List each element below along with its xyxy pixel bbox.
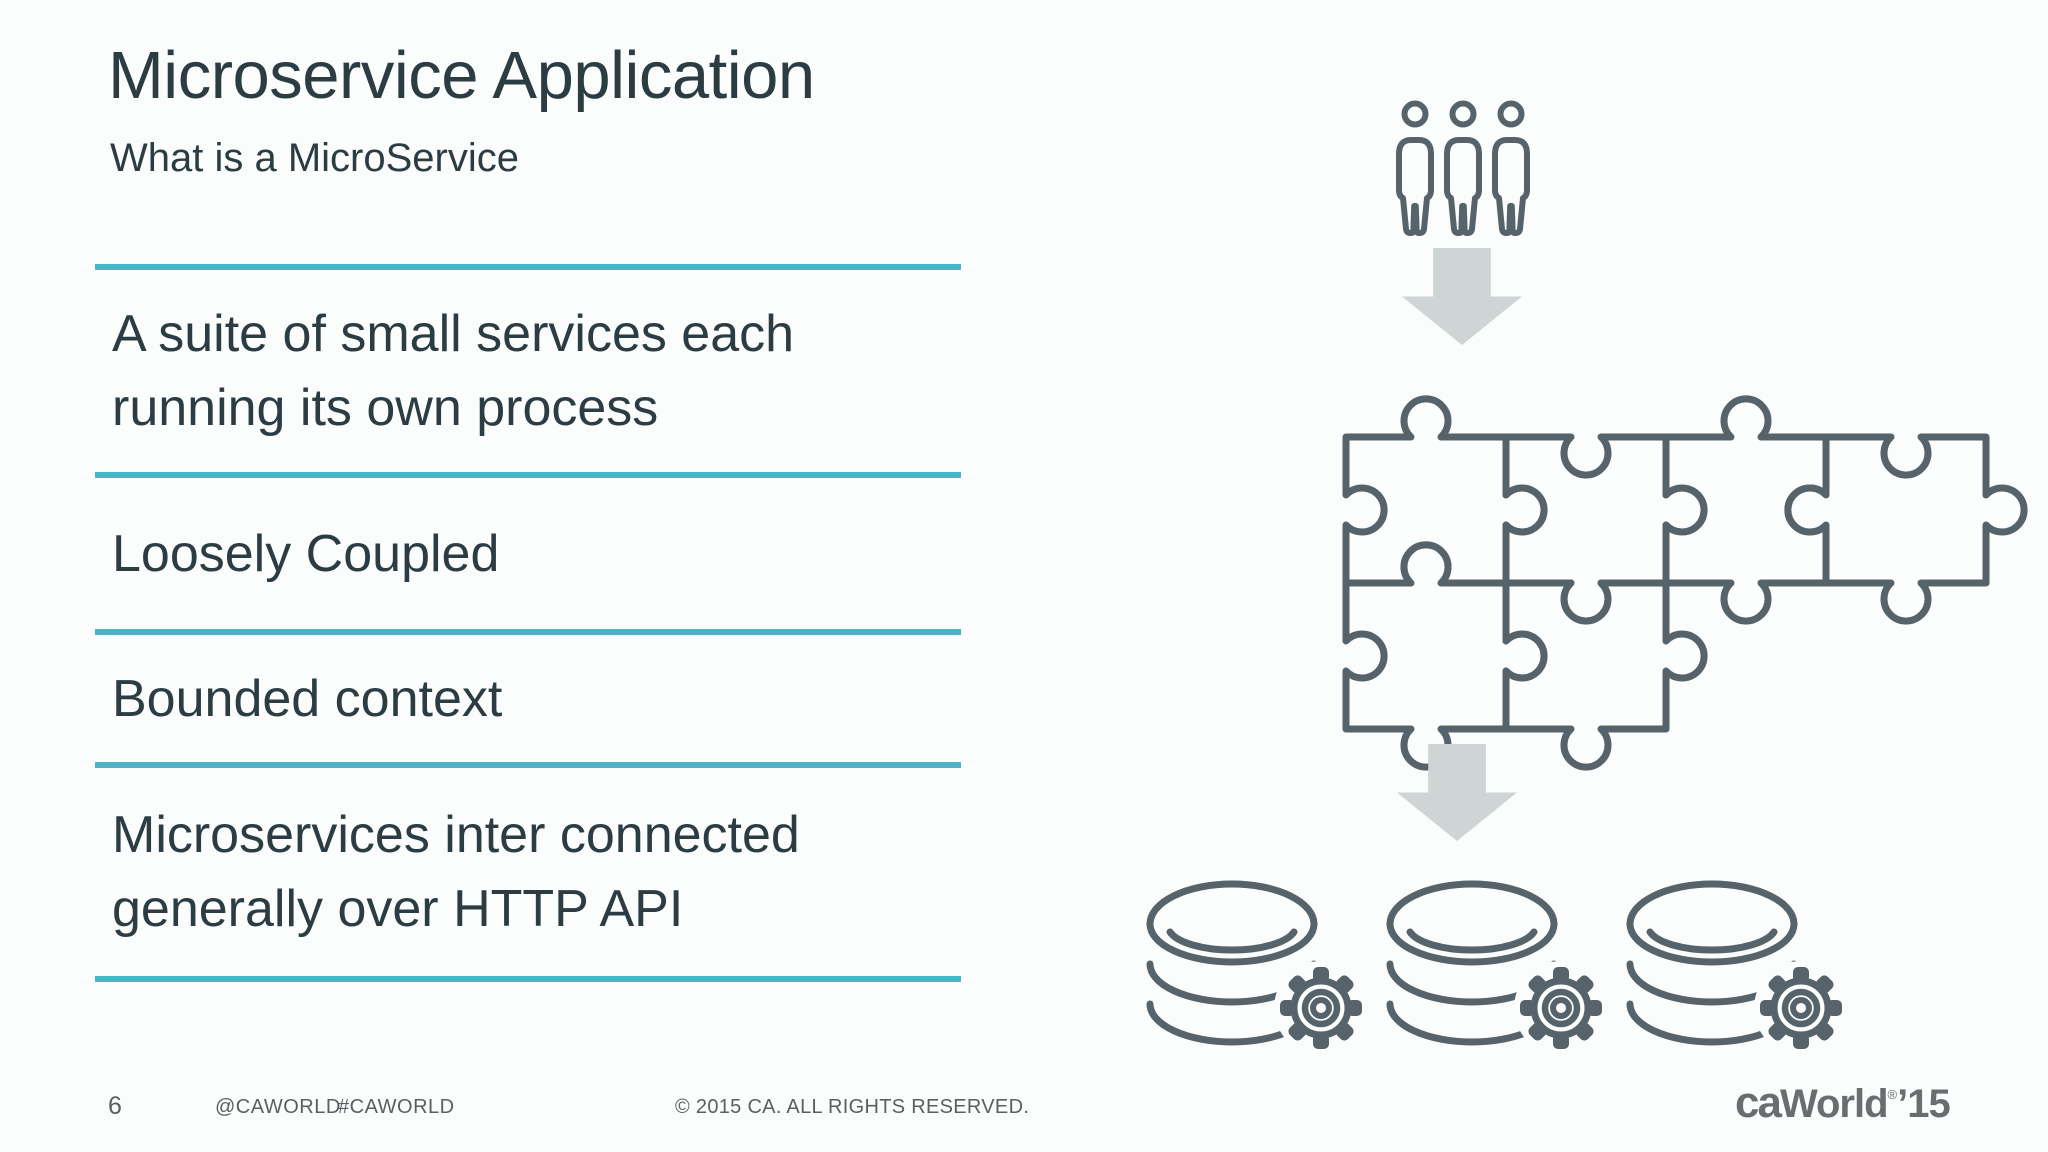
bullet-item: Bounded context (95, 629, 961, 762)
page-subtitle: What is a MicroService (110, 136, 519, 180)
person-icon (1444, 100, 1482, 236)
logo-event: World (1779, 1082, 1889, 1126)
database-with-gear (1630, 884, 1848, 1055)
database-with-gear (1150, 884, 1368, 1055)
bullet-text: A suite of small services each running i… (112, 305, 795, 437)
puzzle-piece (1784, 433, 2028, 625)
person-icon (1396, 100, 1434, 236)
copyright-notice: © 2015 CA. ALL RIGHTS RESERVED. (675, 1096, 1030, 1118)
down-arrow-icon (1402, 248, 1522, 345)
puzzle-pieces-icon (1342, 395, 2028, 771)
event-hashtag: #CAWORLD (338, 1096, 455, 1118)
twitter-handle: @CAWORLD (215, 1096, 341, 1118)
registered-mark: ® (1887, 1087, 1898, 1102)
people-icon (1396, 100, 1530, 236)
bullet-list: A suite of small services each running i… (95, 264, 961, 982)
bullet-text: Loosely Coupled (112, 524, 500, 583)
bullet-item: Loosely Coupled (95, 472, 961, 629)
bullet-text: Bounded context (112, 669, 503, 728)
puzzle-piece (1502, 579, 1708, 771)
bullet-item: A suite of small services each running i… (95, 264, 961, 472)
bullet-text: Microservices inter connected generally … (112, 806, 800, 938)
logo-year: ’15 (1897, 1082, 1951, 1126)
logo-brand: ca (1735, 1078, 1782, 1127)
ca-world-15-logo: caWorld®’15 (1735, 1078, 1951, 1128)
bullet-item: Microservices inter connected generally … (95, 762, 961, 982)
database-with-gear (1390, 884, 1608, 1055)
page-title: Microservice Application (108, 38, 815, 113)
databases-with-gears-icon (1140, 860, 1848, 1055)
page-number: 6 (108, 1092, 122, 1120)
person-icon (1492, 100, 1530, 236)
